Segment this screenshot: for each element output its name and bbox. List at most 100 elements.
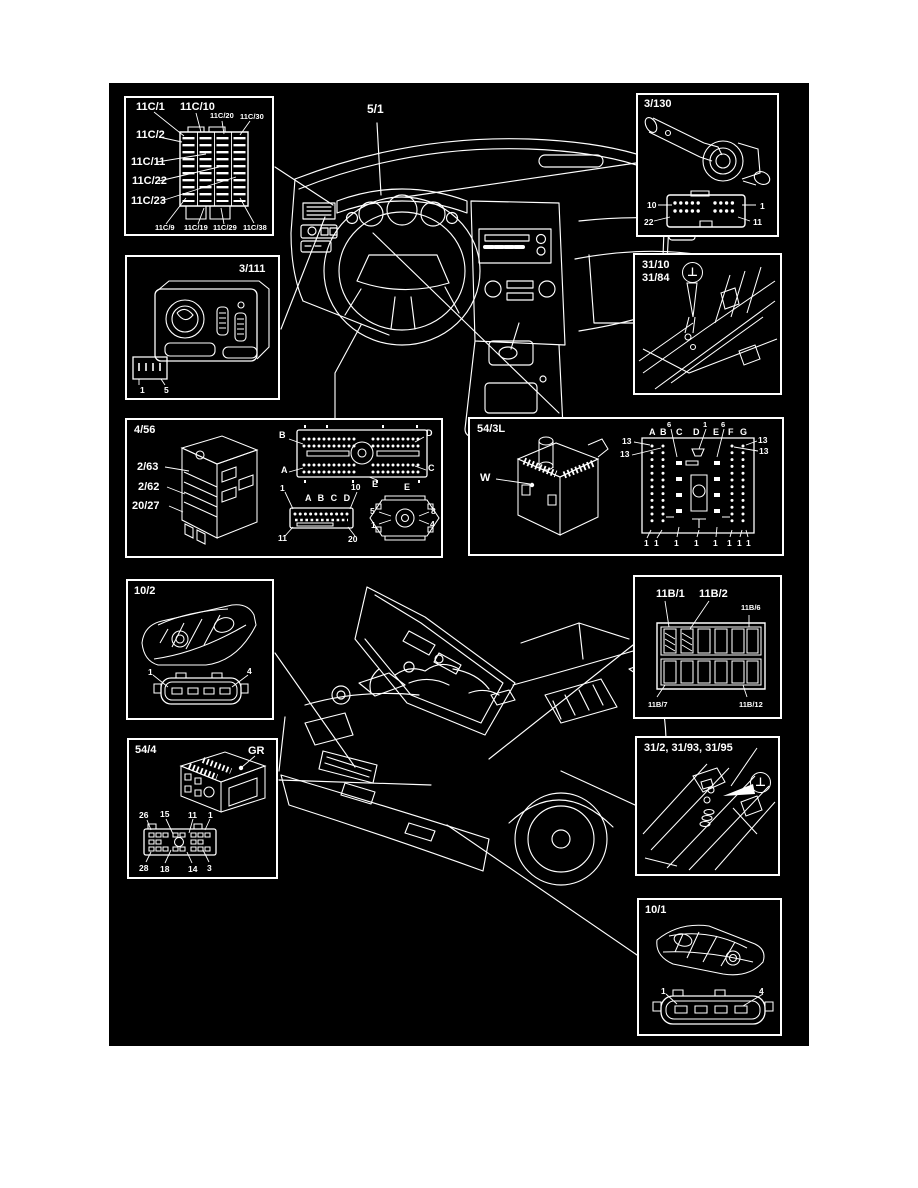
leader-lines (275, 123, 637, 955)
label-col-d: D (693, 427, 700, 437)
label-11b-7: 11B/7 (648, 700, 668, 709)
label-pin-1-top: 1 (703, 420, 708, 429)
label-pin-3: 3 (207, 863, 212, 873)
label-pin-6-left: 6 (667, 420, 672, 429)
stalk-switch-illustration (638, 95, 777, 235)
label-pin-4: 4 (247, 666, 252, 676)
label-conn-a: A (281, 465, 288, 475)
label-hex-e: E (404, 482, 411, 492)
label-1-e: 1 (713, 538, 718, 548)
label-11c-30: 11C/30 (240, 112, 264, 121)
callout-box-31-10: 31/10 31/84 ⊥ (633, 253, 782, 395)
label-pin-10: 10 (351, 482, 361, 492)
callout-box-11b: 11B/1 11B/2 11B/6 11B/7 11B/12 (633, 575, 782, 719)
headlamp-10-2-illustration (128, 581, 272, 718)
ground-point-2-illustration (637, 738, 778, 874)
label-col-c: C (676, 427, 683, 437)
label-3-111-title: 3/111 (239, 263, 266, 275)
label-col-f: F (728, 427, 734, 437)
label-11c-20: 11C/20 (210, 111, 234, 120)
label-1-h: 1 (746, 538, 751, 548)
label-11c-38: 11C/38 (243, 223, 267, 232)
label-pin-18: 18 (160, 864, 170, 874)
label-pin-1: 1 (661, 986, 666, 996)
label-11b-2: 11B/2 (699, 588, 728, 600)
label-pin-20: 20 (348, 534, 358, 544)
callout-box-3-111: 3/111 1 5 (125, 255, 280, 400)
label-11c-11: 11C/11 (131, 156, 166, 168)
ground-symbol-icon: ⊥ (750, 772, 771, 793)
label-11c-19: 11C/19 (184, 223, 208, 232)
label-11c-9: 11C/9 (155, 223, 175, 232)
label-conn-e: E (372, 479, 379, 489)
label-hex-8: 8 (431, 506, 436, 516)
label-w: W (480, 472, 491, 484)
label-1-g: 1 (737, 538, 742, 548)
callout-box-54-4: 54/4 GR 26 15 11 1 28 18 14 3 (127, 738, 278, 879)
label-col-a: A (649, 427, 656, 437)
fuse-panel-11c-illustration (126, 98, 272, 234)
label-row-letters: A B C D (305, 493, 353, 503)
ground-point-illustration (635, 255, 780, 393)
fuse-holder-11b-illustration (635, 577, 780, 717)
label-pin-6-right: 6 (721, 420, 726, 429)
label-13-right-1: 13 (758, 435, 768, 445)
label-11b-6: 11B/6 (741, 603, 761, 612)
callout-box-11c: 11C/1 11C/10 11C/20 11C/30 11C/2 11C/11 … (124, 96, 274, 236)
label-31-10: 31/10 (642, 259, 670, 271)
label-pin-1: 1 (208, 810, 213, 820)
label-pin-1: 1 (140, 385, 145, 395)
label-2-62: 2/62 (138, 481, 160, 493)
label-1-c: 1 (674, 538, 679, 548)
label-pin-28: 28 (139, 863, 149, 873)
label-col-g: G (740, 427, 748, 437)
label-31-84: 31/84 (642, 272, 670, 284)
label-2-63: 2/63 (137, 461, 159, 473)
label-pin-5: 5 (164, 385, 169, 395)
label-pin-10: 10 (647, 200, 657, 210)
label-11b-1: 11B/1 (656, 588, 685, 600)
label-pin-1: 1 (148, 667, 153, 677)
headlight-switch-illustration (127, 257, 278, 398)
label-pin-15: 15 (160, 809, 170, 819)
callout-box-4-56: 4/56 2/63 2/62 20/27 B D A C E 1 10 A B … (125, 418, 443, 558)
label-hex-5: 5 (370, 506, 375, 516)
label-gr: GR (248, 745, 265, 757)
engine-bay-illustration (279, 587, 666, 885)
ground-symbol-icon: ⊥ (682, 262, 703, 283)
label-conn-d: D (426, 428, 433, 438)
label-pin-11: 11 (278, 533, 287, 543)
callout-box-31-2: 31/2, 31/93, 31/95 ⊥ (635, 736, 780, 876)
label-11b-12: 11B/12 (739, 700, 763, 709)
callout-box-10-1: 10/1 1 4 (637, 898, 782, 1036)
label-pin-1: 1 (760, 201, 765, 211)
label-3-130-title: 3/130 (644, 98, 672, 110)
label-11c-2: 11C/2 (136, 129, 165, 141)
label-10-1-title: 10/1 (645, 904, 667, 916)
label-54-4-title: 54/4 (135, 744, 157, 756)
label-pin-26: 26 (139, 810, 149, 820)
label-pin-4: 4 (759, 986, 764, 996)
label-pin-14: 14 (188, 864, 198, 874)
label-11c-23: 11C/23 (131, 195, 166, 207)
label-pin-1: 1 (280, 483, 285, 493)
label-conn-b: B (279, 430, 286, 440)
label-31-2-title: 31/2, 31/93, 31/95 (644, 742, 733, 754)
label-13-right-2: 13 (759, 446, 769, 456)
label-11c-22: 11C/22 (132, 175, 167, 187)
label-20-27: 20/27 (132, 500, 160, 512)
label-col-e: E (713, 427, 720, 437)
label-1-f: 1 (727, 538, 732, 548)
callout-box-54-3l: 54/3L W A B C D E F G 6 1 6 13 13 13 13 … (468, 417, 784, 556)
label-pin-22: 22 (644, 217, 654, 227)
label-1-b: 1 (654, 538, 659, 548)
label-11c-1: 11C/1 (136, 101, 165, 113)
label-13-left-1: 13 (622, 436, 632, 446)
figure-canvas: 5/1 11C/1 11C/10 11C/20 11C/30 11C/2 11C… (109, 83, 809, 1046)
label-1-a: 1 (644, 538, 649, 548)
label-4-56-title: 4/56 (134, 424, 156, 436)
label-11c-10: 11C/10 (180, 101, 215, 113)
callout-box-3-130: 3/130 10 1 22 11 (636, 93, 779, 237)
label-1-d: 1 (694, 538, 699, 548)
relay-box-4-56-illustration (127, 420, 441, 556)
